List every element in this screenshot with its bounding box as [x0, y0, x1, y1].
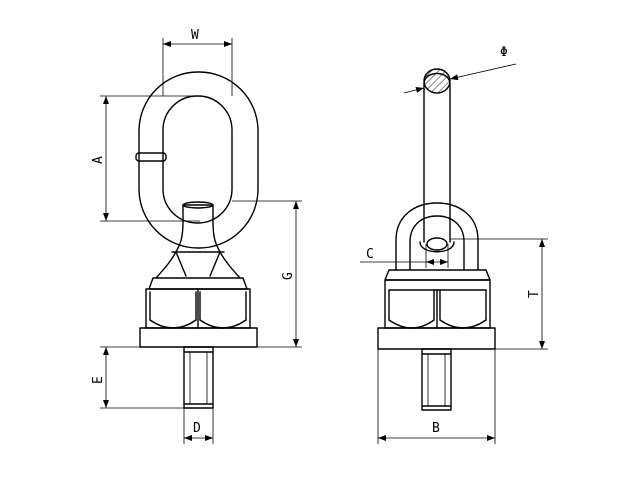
label-b: B	[432, 421, 440, 436]
dimension-b: B	[377, 349, 496, 444]
side-view: Φ C T B	[360, 45, 548, 444]
label-c: C	[366, 247, 374, 262]
front-link-outer	[138, 71, 259, 249]
dimension-d: D	[183, 408, 214, 444]
front-link-weld	[135, 152, 167, 162]
label-w: W	[191, 28, 199, 43]
front-shoulder	[148, 277, 248, 290]
label-g: G	[281, 272, 296, 280]
label-e: E	[91, 376, 106, 384]
dimension-a: A	[91, 95, 200, 222]
front-view: W A G E D	[91, 28, 302, 444]
dimension-phi: Φ	[403, 45, 517, 94]
label-a: A	[91, 156, 106, 164]
label-phi: Φ	[500, 45, 508, 60]
label-d: D	[193, 421, 201, 436]
side-lug	[395, 202, 479, 271]
dimension-e: E	[91, 346, 184, 409]
front-link-inner	[162, 95, 233, 224]
side-base-flange	[377, 327, 496, 350]
dimension-g: G	[232, 200, 302, 348]
front-base-flange	[139, 327, 258, 348]
label-t: T	[527, 290, 542, 298]
dimension-c: C	[360, 244, 449, 268]
rod-section	[423, 68, 451, 94]
side-bolt	[421, 348, 452, 411]
front-bolt	[183, 346, 214, 409]
dimension-w: W	[162, 28, 233, 96]
front-neck	[155, 204, 184, 279]
side-shoulder	[384, 269, 491, 281]
dimension-t: T	[450, 238, 548, 350]
